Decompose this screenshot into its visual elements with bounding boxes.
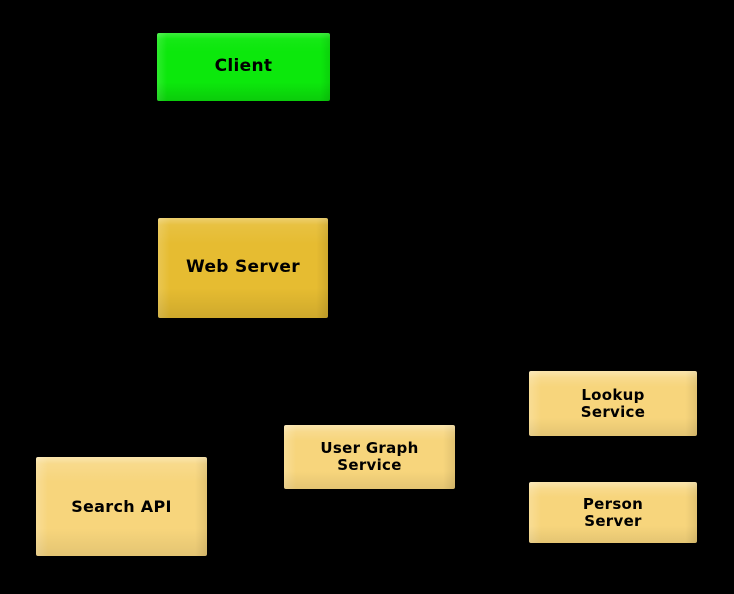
- diagram-node-user-graph-service-label: User Graph Service: [320, 439, 419, 474]
- diagram-node-lookup-service-label: Lookup Service: [580, 385, 646, 421]
- diagram-node-web-server[interactable]: Web Server: [158, 218, 328, 318]
- diagram-node-search-api-label: Search API: [71, 496, 172, 516]
- diagram-node-lookup-service[interactable]: Lookup Service: [529, 371, 697, 436]
- diagram-node-client[interactable]: Client: [157, 33, 330, 101]
- diagram-node-person-server[interactable]: Person Server: [529, 482, 697, 543]
- diagram-node-user-graph-service[interactable]: User Graph Service: [284, 425, 455, 489]
- diagram-node-web-server-label: Web Server: [186, 257, 300, 278]
- diagram-node-client-label: Client: [214, 56, 273, 77]
- diagram-node-search-api[interactable]: Search API: [36, 457, 207, 556]
- diagram-node-person-server-label: Person Server: [582, 494, 644, 530]
